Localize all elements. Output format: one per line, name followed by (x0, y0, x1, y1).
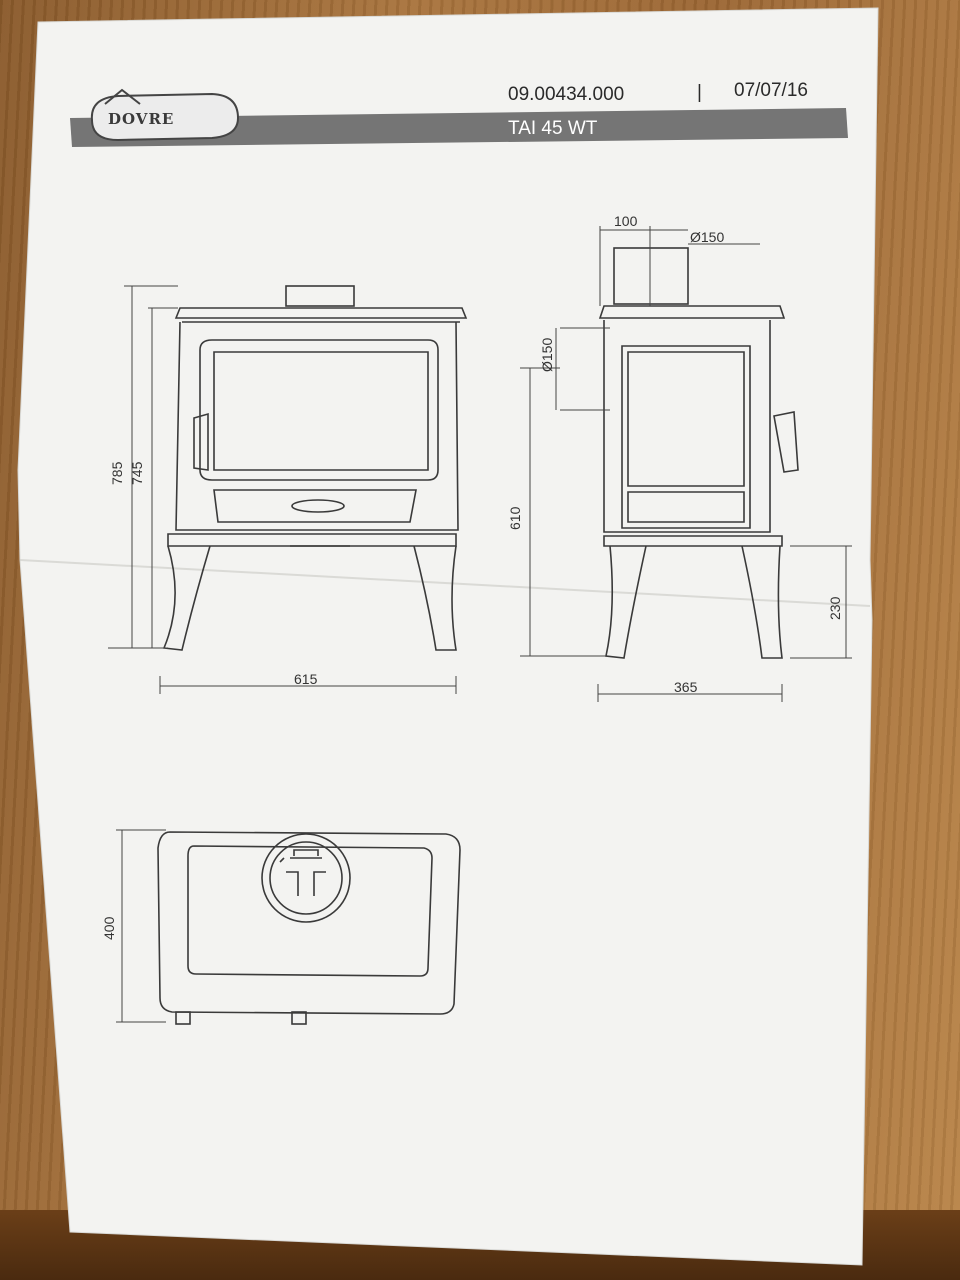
side-view-drawing (598, 247, 799, 659)
header-separator: | (697, 82, 702, 103)
brand-logo-text: DOVRE (108, 110, 174, 128)
front-height-745-label: 745 (129, 461, 145, 485)
model-name: TAI 45 WT (508, 118, 598, 139)
top-view-dimensions (116, 829, 166, 1023)
side-view-dimensions (520, 226, 852, 702)
header-band (70, 108, 848, 147)
side-height-610-label: 610 (507, 506, 523, 530)
front-width-615-label: 615 (294, 671, 318, 687)
side-depth-365-label: 365 (674, 679, 698, 695)
top-view-drawing (157, 831, 461, 1025)
paper-sheet (17, 7, 879, 1266)
front-view-dimensions (108, 285, 457, 694)
front-height-785-label: 785 (109, 461, 125, 485)
top-depth-400-label: 400 (101, 916, 117, 940)
dovre-logo: DOVRE (90, 88, 240, 142)
document-number: 09.00434.000 (508, 84, 624, 105)
paper-fold (19, 559, 871, 607)
side-flue-offset-100-label: 100 (614, 213, 638, 229)
side-flue-diameter-top-label: Ø150 (690, 229, 724, 245)
front-view-drawing (162, 285, 468, 651)
document-date: 07/07/16 (734, 80, 808, 101)
side-leg-height-230-label: 230 (827, 596, 843, 620)
side-flue-diameter-rear-label: Ø150 (539, 338, 555, 372)
